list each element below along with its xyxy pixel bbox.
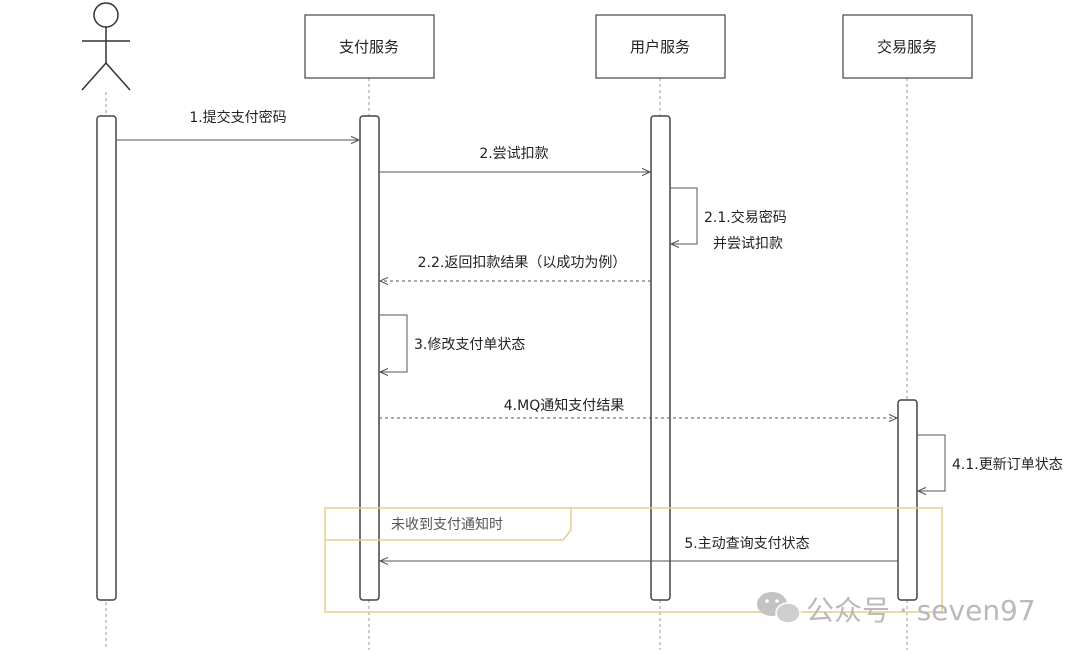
message-3-label: 3.修改支付单状态 — [414, 337, 525, 353]
trade-service-activation — [897, 399, 918, 601]
wechat-icon — [757, 592, 801, 624]
user-service-label: 用户服务 — [630, 38, 690, 56]
message-4-label: 4.MQ通知支付结果 — [504, 397, 624, 414]
pay-service-activation — [359, 115, 380, 601]
participant-user-service: 用户服务 — [595, 14, 726, 79]
user-service-activation — [650, 115, 671, 601]
message-2-1-arrow — [670, 187, 698, 244]
message-2-2-label: 2.2.返回扣款结果（以成功为例） — [418, 255, 627, 271]
pay-service-label: 支付服务 — [339, 38, 399, 56]
trade-service-label: 交易服务 — [877, 38, 937, 56]
alt-fragment: 未收到支付通知时 — [324, 507, 943, 613]
message-4-1-arrow — [917, 434, 946, 491]
watermark-text: 公众号 · seven97 — [806, 594, 1036, 627]
message-5-label: 5.主动查询支付状态 — [684, 536, 809, 552]
participant-trade-service: 交易服务 — [842, 14, 973, 79]
message-2-label: 2.尝试扣款 — [479, 146, 548, 162]
actor-icon — [81, 2, 131, 91]
fragment-condition-label: 未收到支付通知时 — [391, 516, 503, 533]
actor-activation — [96, 115, 117, 601]
participant-pay-service: 支付服务 — [304, 14, 435, 79]
message-4-1-label: 4.1.更新订单状态 — [952, 457, 1063, 473]
message-1-label: 1.提交支付密码 — [189, 109, 286, 126]
message-3-arrow — [379, 314, 408, 372]
message-2-1-label-line1: 2.1.交易密码 — [704, 209, 787, 226]
message-2-1-label-line2: 并尝试扣款 — [713, 236, 783, 252]
